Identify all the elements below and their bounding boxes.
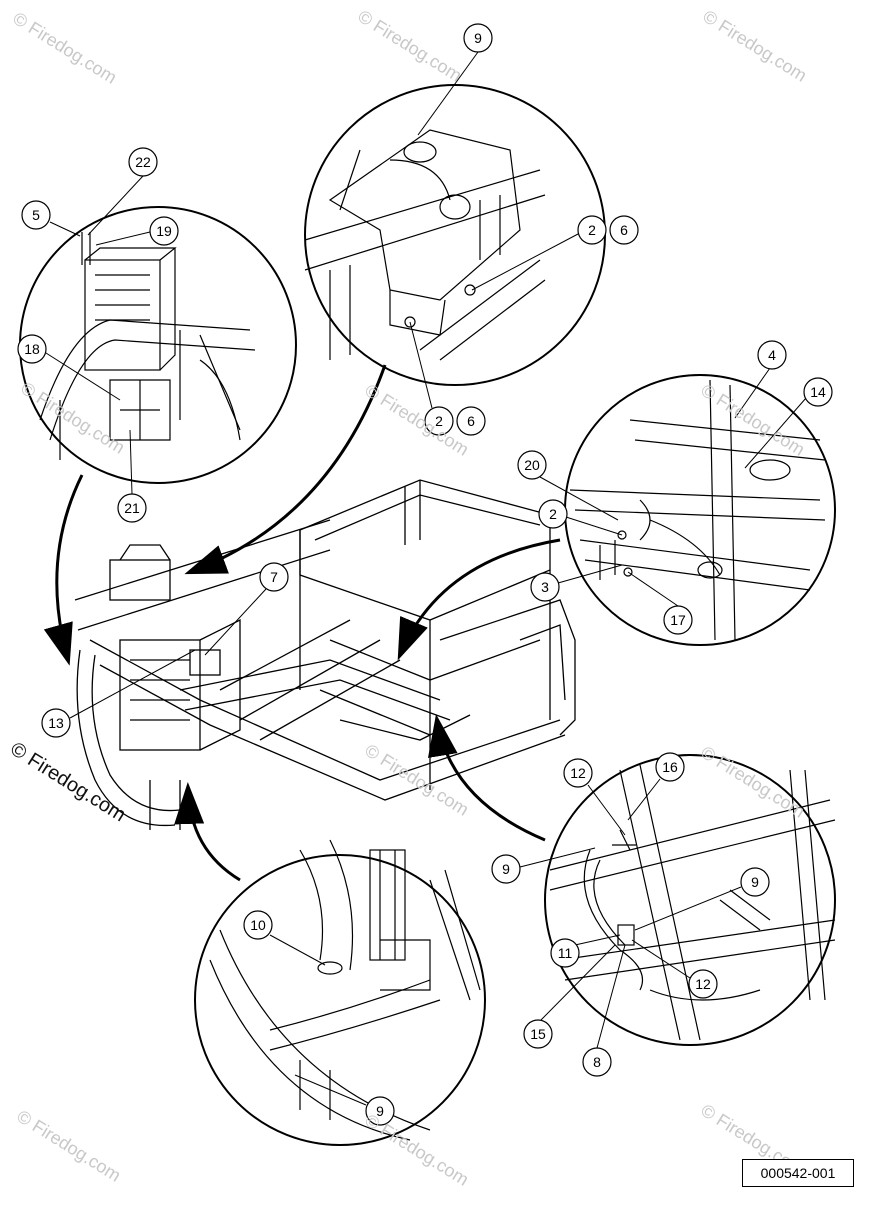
callout-label: 13 <box>48 715 64 731</box>
callout-2-top: 2 <box>577 215 607 245</box>
detail-circle-battery-mount <box>19 206 297 484</box>
callout-label: 16 <box>662 759 678 775</box>
callout-4: 4 <box>757 340 787 370</box>
callout-15: 15 <box>523 1019 553 1049</box>
leader-lines <box>45 51 807 1106</box>
callout-label: 2 <box>435 413 443 429</box>
callout-label: 22 <box>135 154 151 170</box>
callout-label: 21 <box>124 500 140 516</box>
callout-18: 18 <box>17 334 47 364</box>
callout-label: 9 <box>502 861 510 877</box>
callout-label: 17 <box>670 612 686 628</box>
callout-11: 11 <box>550 938 580 968</box>
callout-label: 14 <box>810 384 826 400</box>
callout-label: 2 <box>588 222 596 238</box>
callout-label: 19 <box>156 223 172 239</box>
callout-22: 22 <box>128 147 158 177</box>
callout-label: 18 <box>24 341 40 357</box>
callout-label: 8 <box>593 1054 601 1070</box>
callouts: 9 22 5 19 2 6 18 2 6 4 14 21 20 2 7 3 17… <box>17 23 833 1126</box>
callout-9-bottom: 9 <box>365 1096 395 1126</box>
callout-label: 9 <box>376 1103 384 1119</box>
callout-6-mid: 6 <box>456 406 486 436</box>
callout-9-inner: 9 <box>740 867 770 897</box>
main-chassis-frame <box>74 479 576 830</box>
callout-17: 17 <box>663 605 693 635</box>
detail-circle-rear-frame <box>564 374 836 646</box>
callout-21: 21 <box>117 493 147 523</box>
callout-label: 2 <box>549 506 557 522</box>
callout-7: 7 <box>259 562 289 592</box>
detail-circle-fuel-tank <box>304 84 606 386</box>
callout-9-right: 9 <box>491 854 521 884</box>
callout-label: 5 <box>32 207 40 223</box>
callout-label: 7 <box>270 569 278 585</box>
callout-2-mid: 2 <box>424 406 454 436</box>
callout-label: 6 <box>467 413 475 429</box>
callout-label: 9 <box>474 30 482 46</box>
arrows <box>43 364 561 882</box>
callout-9-top: 9 <box>463 23 493 53</box>
reference-number: 000542-001 <box>742 1159 854 1187</box>
callout-label: 12 <box>695 976 711 992</box>
callout-label: 15 <box>530 1026 546 1042</box>
callout-8: 8 <box>582 1047 612 1077</box>
callout-12-top: 12 <box>563 758 593 788</box>
callout-10: 10 <box>243 910 273 940</box>
callout-label: 20 <box>524 457 540 473</box>
callout-12-bottom: 12 <box>688 969 718 999</box>
detail-circle-front-radiator <box>194 839 486 1146</box>
callout-13: 13 <box>41 708 71 738</box>
callout-label: 3 <box>541 579 549 595</box>
callout-20: 20 <box>517 450 547 480</box>
callout-19: 19 <box>149 216 179 246</box>
callout-label: 10 <box>250 917 266 933</box>
callout-label: 9 <box>751 874 759 890</box>
callout-label: 4 <box>768 347 776 363</box>
callout-2-right: 2 <box>538 499 568 529</box>
callout-label: 12 <box>570 765 586 781</box>
callout-label: 11 <box>558 945 573 961</box>
callout-6-top: 6 <box>609 215 639 245</box>
callout-3: 3 <box>530 572 560 602</box>
callout-5: 5 <box>21 200 51 230</box>
callout-label: 6 <box>620 222 628 238</box>
callout-16: 16 <box>655 752 685 782</box>
callout-14: 14 <box>803 377 833 407</box>
